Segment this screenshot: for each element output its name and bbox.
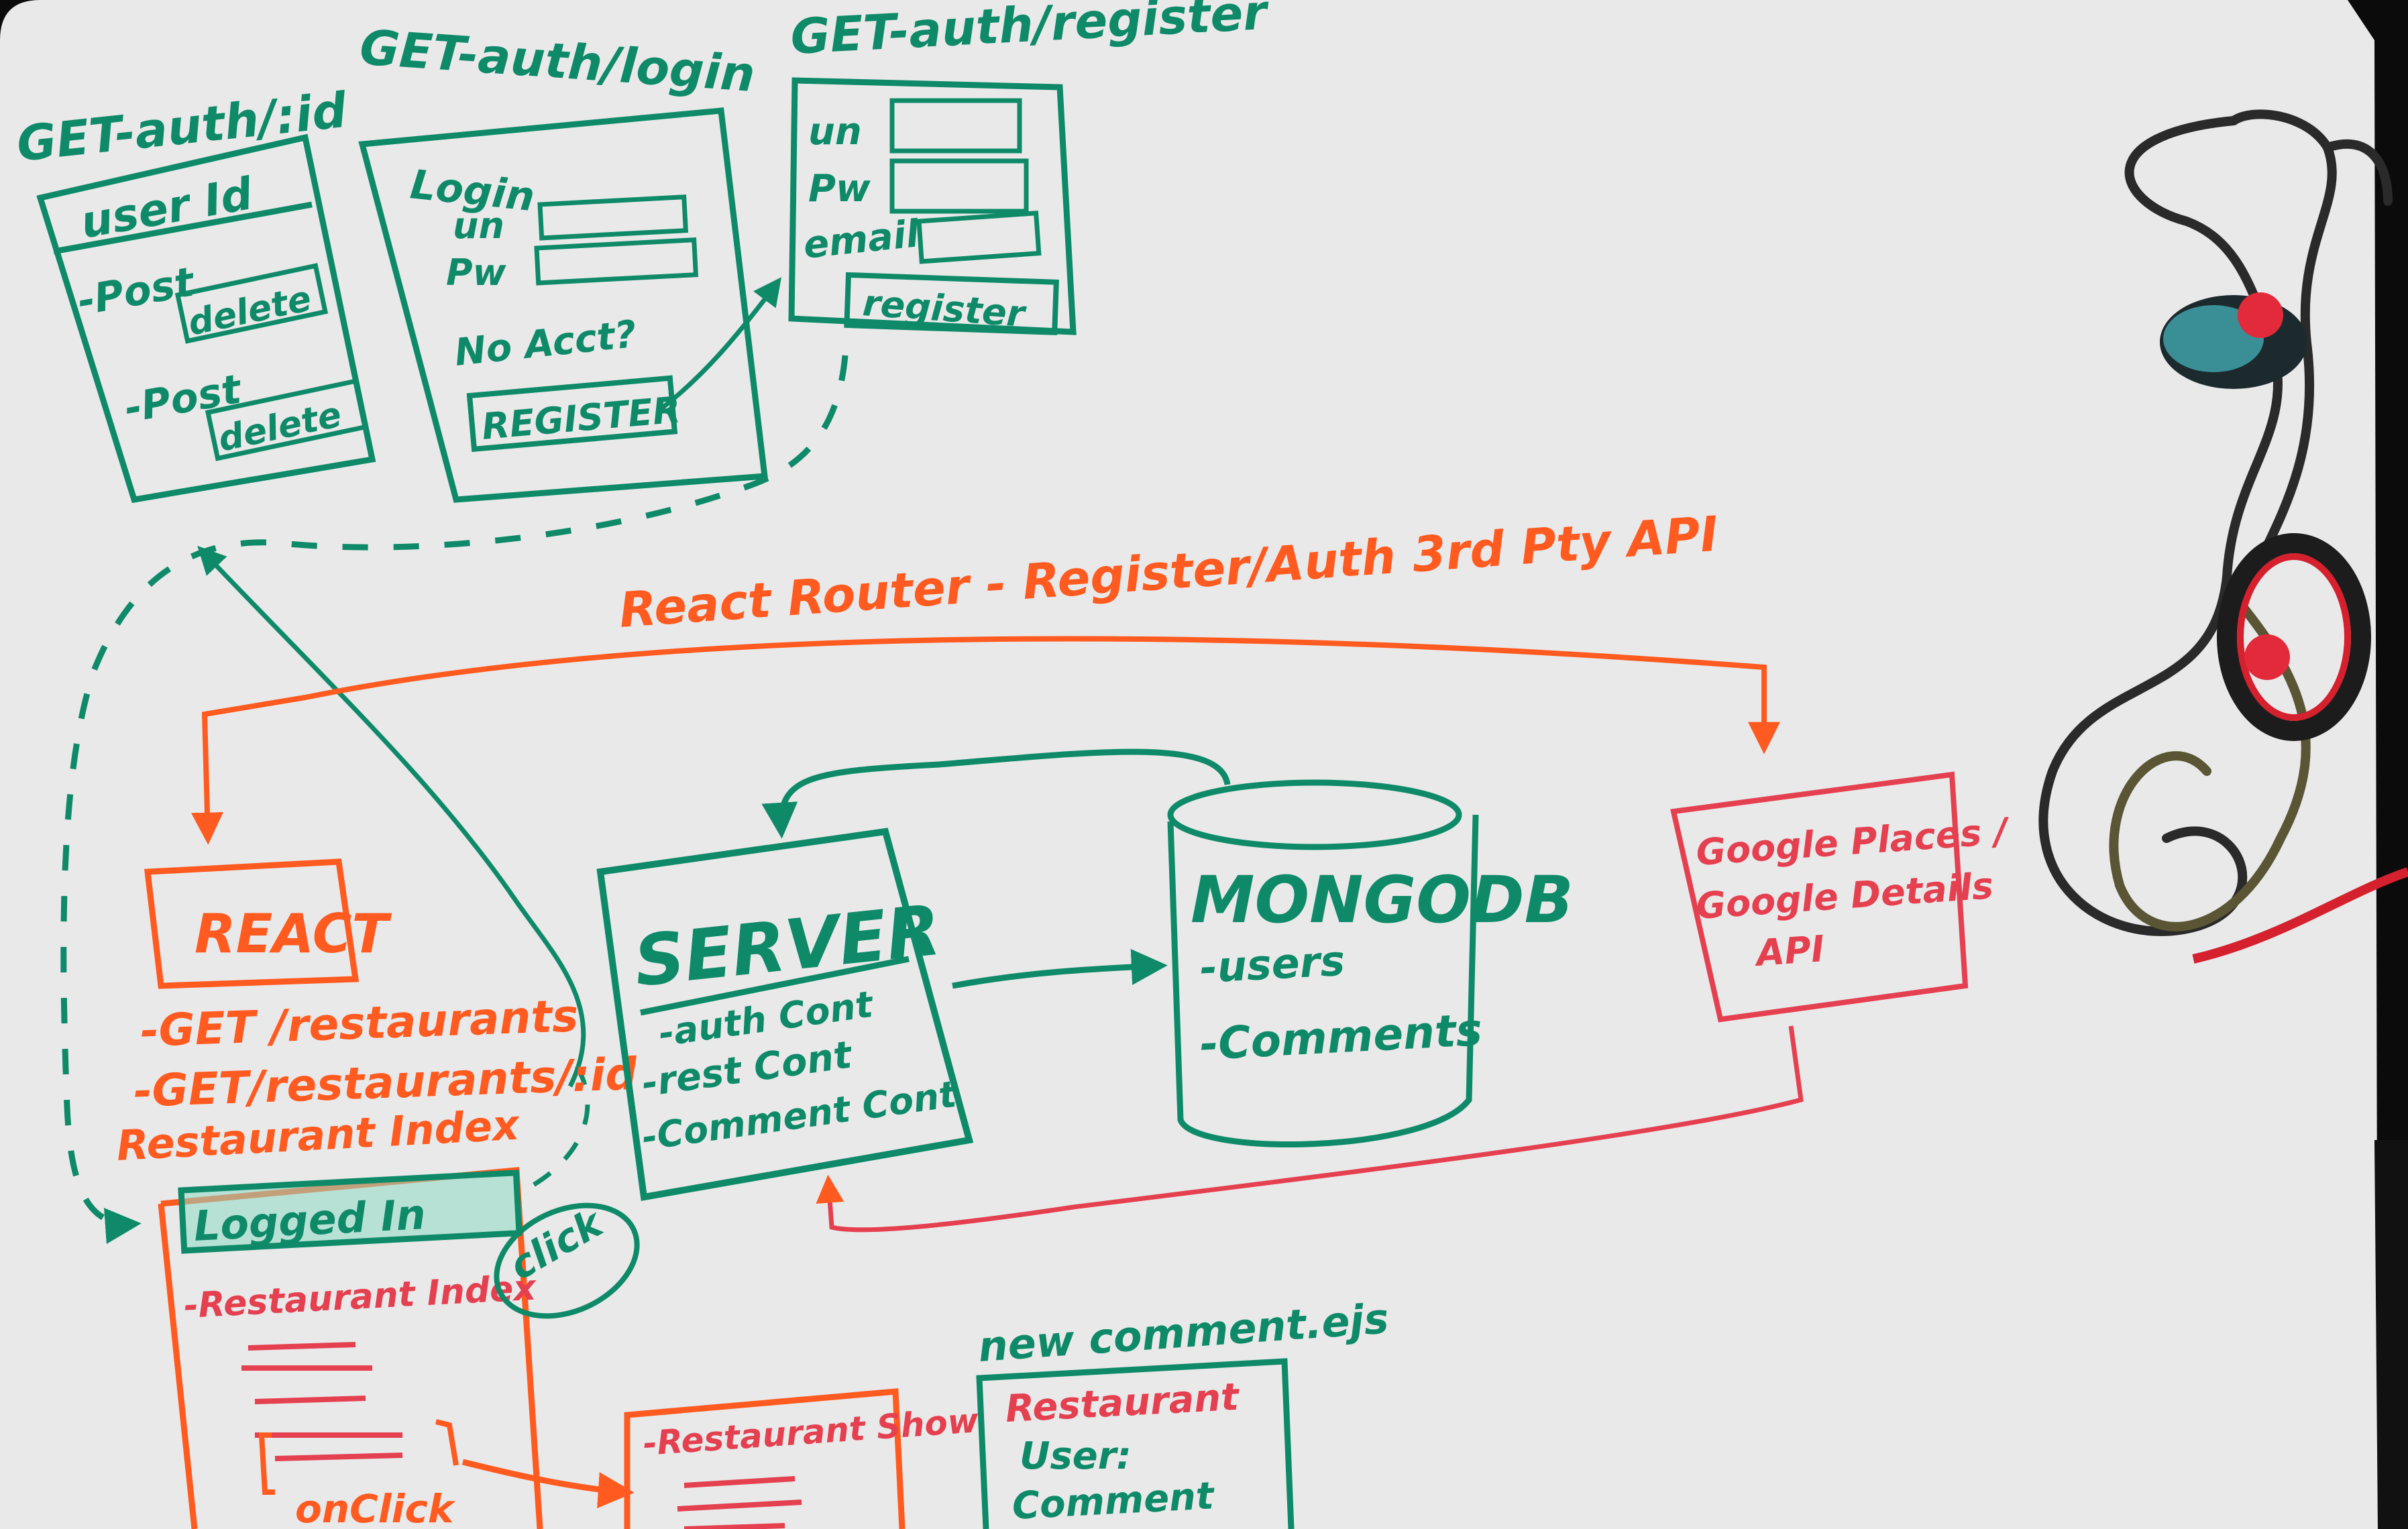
restaurant-list-lines (241, 1342, 403, 1461)
register-email-input[interactable] (916, 211, 1042, 264)
login-pw-input[interactable] (534, 237, 699, 286)
mongodb-cylinder (1167, 779, 1479, 1147)
logged-in-banner[interactable]: Logged In (178, 1170, 523, 1254)
register-pw-input[interactable] (889, 158, 1029, 214)
earbud-right-icon (2217, 533, 2371, 741)
onclick-to-show-arrow (461, 1459, 635, 1509)
server-to-db-arrow (952, 948, 1168, 989)
register-un-input[interactable] (889, 98, 1022, 154)
react-router-left-arrow (190, 695, 306, 845)
login-box (358, 107, 769, 503)
react-title: REACT (195, 903, 392, 965)
react-router-bracket (305, 636, 1780, 754)
register-box (788, 77, 1077, 335)
comment-line-user: User: (1020, 1434, 1132, 1478)
user-id-box (36, 133, 376, 504)
login-un-label: un (453, 205, 504, 247)
logged-in-dashed-line (529, 1065, 590, 1190)
restaurant-item-onclick[interactable]: onClick (258, 1419, 459, 1529)
click-to-user-flow-line (197, 545, 586, 1088)
register-submit-button[interactable]: register (844, 272, 1059, 335)
db-to-server-arrow (761, 748, 1231, 839)
register-pw-label: Pw (808, 167, 871, 211)
mongodb-item-users: -users (1199, 936, 1346, 993)
onclick-label: onClick (295, 1486, 456, 1529)
register-un-label: un (808, 110, 862, 154)
mongodb-title: MONGODB (1191, 862, 1574, 938)
comment-line-comment: Comment (1011, 1474, 1216, 1528)
server-box: SERVER -auth Cont -rest Cont -Comment Co… (596, 828, 974, 1201)
react-box: REACT (144, 858, 392, 989)
google-api-to-server-line (816, 1025, 1804, 1233)
login-pw-label: Pw (446, 251, 507, 294)
logged-in-label: Logged In (193, 1190, 427, 1251)
earbud-left-icon (2160, 292, 2307, 389)
login-un-input[interactable] (537, 194, 689, 241)
earbuds-cable-icon (2038, 109, 2393, 936)
board-edge-shadow (2374, 1140, 2408, 1529)
red-cable-icon (2192, 867, 2408, 964)
register-link-arrow (659, 277, 782, 411)
google-api-line-3: API (1753, 927, 1826, 974)
